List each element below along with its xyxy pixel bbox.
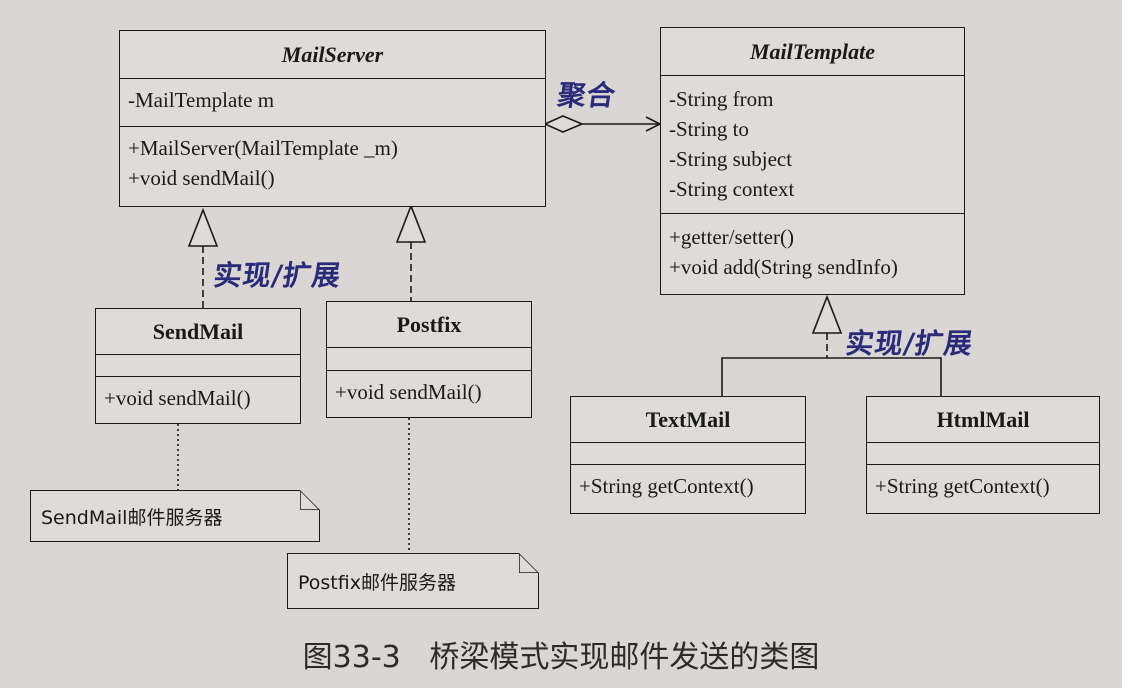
methods-section: +void sendMail() xyxy=(96,377,300,417)
method: +MailServer(MailTemplate _m) xyxy=(128,136,398,160)
class-postfix: Postfix +void sendMail() xyxy=(326,301,532,418)
aggregation-diamond xyxy=(543,115,585,133)
class-name: TextMail xyxy=(571,397,805,443)
attributes-section xyxy=(571,443,805,465)
attribute: -String context xyxy=(669,177,795,201)
methods-section: +String getContext() xyxy=(867,465,1099,505)
method: +void sendMail() xyxy=(104,386,251,410)
figure-caption: 图33-3 桥梁模式实现邮件发送的类图 xyxy=(302,640,820,675)
attributes-section xyxy=(867,443,1099,465)
class-name: SendMail xyxy=(96,309,300,355)
realization-annotation-right: 实现/扩展 xyxy=(843,327,976,360)
methods-section: +MailServer(MailTemplate _m) +void sendM… xyxy=(120,127,545,197)
class-name: MailTemplate xyxy=(661,28,964,76)
attribute: -String subject xyxy=(669,147,793,171)
method: +void add(String sendInfo) xyxy=(669,255,898,279)
note-text: Postfix邮件服务器 xyxy=(298,571,456,594)
attributes-section: -MailTemplate m xyxy=(120,79,545,127)
class-textmail: TextMail +String getContext() xyxy=(570,396,806,514)
realization-annotation-left: 实现/扩展 xyxy=(211,259,344,292)
methods-section: +getter/setter() +void add(String sendIn… xyxy=(661,214,964,286)
attributes-section xyxy=(327,348,531,371)
template-realization-branch xyxy=(721,357,942,396)
postfix-realization-triangle xyxy=(395,203,427,243)
attribute: -String to xyxy=(669,117,749,141)
methods-section: +String getContext() xyxy=(571,465,805,505)
sendmail-realization-triangle xyxy=(187,207,219,247)
note-fold-icon xyxy=(300,490,320,510)
class-htmlmail: HtmlMail +String getContext() xyxy=(866,396,1100,514)
class-mailserver: MailServer -MailTemplate m +MailServer(M… xyxy=(119,30,546,207)
note-sendmail: SendMail邮件服务器 xyxy=(30,490,320,542)
class-sendmail: SendMail +void sendMail() xyxy=(95,308,301,424)
attributes-section xyxy=(96,355,300,377)
method: +void sendMail() xyxy=(128,166,275,190)
method: +String getContext() xyxy=(579,474,754,498)
note-text: SendMail邮件服务器 xyxy=(41,506,223,529)
method: +String getContext() xyxy=(875,474,1050,498)
aggregation-annotation: 聚合 xyxy=(555,79,619,112)
method: +getter/setter() xyxy=(669,225,794,249)
class-mailtemplate: MailTemplate -String from -String to -St… xyxy=(660,27,965,295)
attributes-section: -String from -String to -String subject … xyxy=(661,76,964,214)
note-fold-icon xyxy=(519,553,539,573)
note-postfix: Postfix邮件服务器 xyxy=(287,553,539,609)
class-name: HtmlMail xyxy=(867,397,1099,443)
class-name: Postfix xyxy=(327,302,531,348)
methods-section: +void sendMail() xyxy=(327,371,531,411)
method: +void sendMail() xyxy=(335,380,482,404)
class-name: MailServer xyxy=(120,31,545,79)
attribute: -MailTemplate m xyxy=(128,88,275,112)
attribute: -String from xyxy=(669,87,774,111)
template-realization-triangle xyxy=(811,294,843,334)
